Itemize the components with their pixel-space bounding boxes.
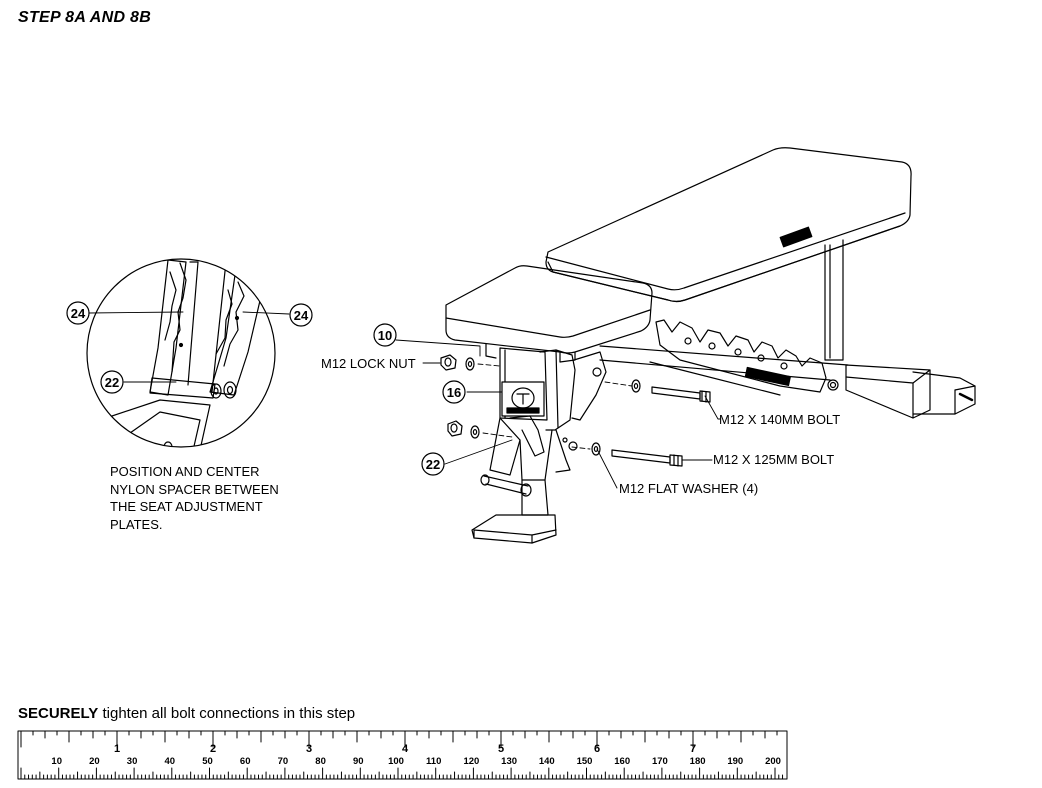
ruler-mm-label: 100 <box>388 756 404 767</box>
ruler-mm-label: 150 <box>577 756 593 767</box>
note-line: PLATES. <box>110 516 163 532</box>
ruler-mm-label: 120 <box>463 756 479 767</box>
ruler-mm-label: 20 <box>89 756 100 767</box>
lock-nut-lower <box>447 420 480 439</box>
bolt-140 <box>631 379 711 403</box>
note-line: NYLON SPACER BETWEEN <box>110 481 279 497</box>
ruler: 1 2 3 4 5 6 7 10 20 30 40 50 60 70 80 90 100 110 120 130 140… <box>17 730 788 780</box>
hardware <box>440 354 711 467</box>
instruction-text: tighten all bolt connections in this ste… <box>98 705 356 722</box>
callout-22-detail: 22 <box>105 375 119 390</box>
ruler-mm-label: 130 <box>501 756 517 767</box>
ruler-mm-label: 50 <box>202 756 213 767</box>
ruler-inch-label: 5 <box>498 743 504 755</box>
callout-circle-22-detail <box>100 370 124 394</box>
ruler-inch-label: 6 <box>594 743 600 755</box>
ruler-mm-label: 40 <box>165 756 176 767</box>
seat-pad <box>445 265 653 363</box>
callout-22-main: 22 <box>426 457 440 472</box>
instruction-emphasis: SECURELY <box>18 705 99 722</box>
callouts <box>66 301 466 476</box>
tighten-instruction: SECURELY tighten all bolt connections in… <box>18 705 355 722</box>
callout-circle-22-main <box>421 452 445 476</box>
ruler-mm-label: 10 <box>51 756 62 767</box>
ruler-mm-label: 190 <box>727 756 743 767</box>
label-bolt-125: M12 X 125MM BOLT <box>713 452 835 467</box>
callout-circle-16 <box>442 380 466 404</box>
ruler-inch-label: 7 <box>690 743 696 755</box>
label-bolt-140: M12 X 140MM BOLT <box>719 412 841 427</box>
ruler-inch-label: 3 <box>306 743 312 755</box>
note-line: THE SEAT ADJUSTMENT <box>110 499 263 514</box>
callout-24-right: 24 <box>294 308 309 323</box>
ruler-mm-label: 160 <box>614 756 630 767</box>
callout-10: 10 <box>378 328 392 343</box>
ruler-mm-label: 200 <box>765 756 781 767</box>
callout-circle-24-left <box>66 301 90 325</box>
step-title: STEP 8A AND 8B <box>18 9 152 26</box>
ruler-inch-label: 1 <box>114 743 120 755</box>
leader-lines <box>88 311 721 489</box>
ruler-mm-label: 60 <box>240 756 251 767</box>
lock-nut-upper <box>440 354 475 371</box>
callout-16: 16 <box>447 385 461 400</box>
ruler-mm-label: 110 <box>426 756 441 767</box>
bolt-125 <box>591 442 683 467</box>
back-pad <box>545 147 912 303</box>
label-lock-nut: M12 LOCK NUT <box>321 356 416 371</box>
ruler-inch-label: 2 <box>210 743 216 755</box>
callout-circle-10 <box>373 323 397 347</box>
callout-24-left: 24 <box>71 306 86 321</box>
ruler-mm-label: 30 <box>127 756 138 767</box>
ruler-mm-label: 70 <box>278 756 289 767</box>
callout-circle-24-right <box>289 303 313 327</box>
note-line: POSITION AND CENTER <box>110 464 260 479</box>
front-leg <box>471 347 607 544</box>
ruler-inch-label: 4 <box>402 743 409 755</box>
ruler-mm-label: 80 <box>315 756 326 767</box>
detail-view <box>86 258 276 448</box>
ladder-plate <box>655 319 827 393</box>
ruler-mm-label: 90 <box>353 756 364 767</box>
spacer-note: POSITION AND CENTER NYLON SPACER BETWEEN… <box>110 463 279 533</box>
ruler-mm-label: 140 <box>539 756 555 767</box>
label-flat-washer: M12 FLAT WASHER (4) <box>619 481 759 496</box>
ruler-mm-label: 170 <box>652 756 668 767</box>
rear-frame <box>599 239 976 419</box>
ruler-mm-label: 180 <box>690 756 706 767</box>
